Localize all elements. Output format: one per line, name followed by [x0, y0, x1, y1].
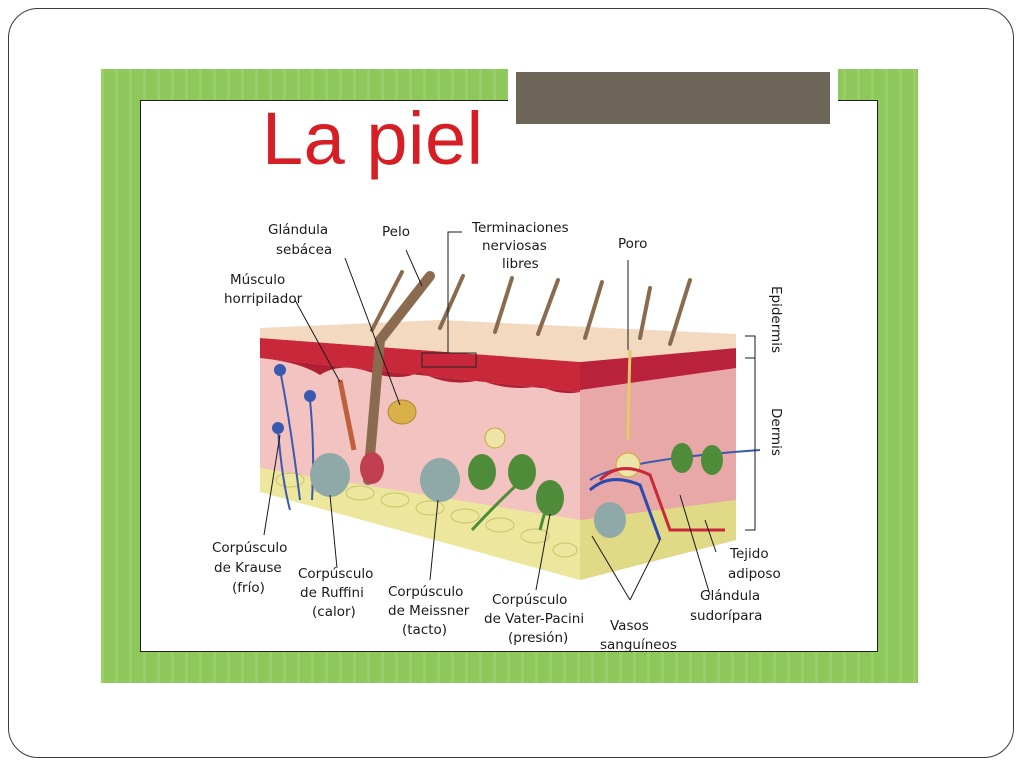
epidermis-front	[260, 338, 580, 392]
skin-diagram: Glándula sebácea Pelo Terminaciones nerv…	[212, 220, 784, 652]
header-tab	[516, 72, 830, 124]
skin-surface	[260, 320, 736, 362]
label-ruffini-2: de Ruffini	[300, 585, 364, 601]
label-ruffini-3: (calor)	[312, 604, 356, 620]
label-musculo-2: horripilador	[224, 291, 303, 307]
pacini-stems	[470, 478, 552, 532]
label-meissner-1: Corpúsculo	[388, 584, 463, 600]
slide-title: La piel	[262, 97, 484, 180]
free-nerve-ending	[484, 427, 506, 449]
pacini-corpuscle-side	[594, 502, 626, 538]
label-vasos-1: Vasos	[610, 618, 649, 634]
label-ruffini-1: Corpúsculo	[298, 566, 373, 582]
blood-vessel-blue	[588, 478, 662, 541]
hair-bulb	[360, 452, 384, 484]
label-epidermis: Epidermis	[768, 286, 784, 353]
label-krause-3: (frío)	[232, 580, 265, 596]
sweat-duct	[626, 349, 632, 441]
label-pacini-1: Corpúsculo	[492, 592, 567, 608]
krause-corpuscle	[274, 364, 286, 376]
label-poro: Poro	[618, 236, 647, 252]
krause-corpuscle-3	[272, 422, 284, 434]
label-dermis: Dermis	[768, 408, 784, 456]
sebaceous-gland	[387, 399, 417, 425]
pacini-leaves	[468, 443, 723, 516]
arrector-muscle	[337, 379, 357, 451]
label-pacini-2: de Vater-Pacini	[484, 611, 584, 627]
label-glandula-sebacea-1: Glándula	[268, 222, 328, 238]
label-pacini-3: (presión)	[508, 630, 568, 646]
label-pelo: Pelo	[382, 224, 410, 240]
adipose-front	[260, 468, 580, 580]
label-musculo-1: Músculo	[230, 272, 285, 288]
label-krause-1: Corpúsculo	[212, 540, 287, 556]
label-glandula-sebacea-2: sebácea	[276, 242, 332, 258]
sweat-gland	[615, 452, 641, 478]
blood-vessel-red	[598, 467, 725, 532]
label-terminaciones-1: Terminaciones	[471, 220, 569, 236]
label-tejido-1: Tejido	[729, 546, 769, 562]
label-terminaciones-3: libres	[502, 256, 539, 272]
nerve-fibres	[277, 369, 761, 511]
meissner-corpuscle	[420, 458, 460, 502]
label-meissner-2: de Meissner	[388, 603, 470, 619]
label-sudoripara-2: sudorípara	[690, 608, 762, 624]
hairs	[370, 270, 692, 346]
main-hair	[363, 271, 435, 485]
label-sudoripara-1: Glándula	[700, 588, 760, 604]
label-vasos-2: sanguíneos	[600, 637, 677, 652]
label-meissner-3: (tacto)	[402, 622, 447, 638]
label-tejido-2: adiposo	[728, 566, 781, 582]
label-krause-2: de Krause	[214, 560, 282, 576]
label-terminaciones-2: nerviosas	[482, 238, 547, 254]
free-nerve-box	[421, 352, 477, 368]
krause-corpuscle-2	[304, 390, 316, 402]
ruffini-corpuscle	[310, 453, 350, 497]
leader-lines	[263, 231, 756, 601]
epidermis-wave	[260, 358, 580, 394]
